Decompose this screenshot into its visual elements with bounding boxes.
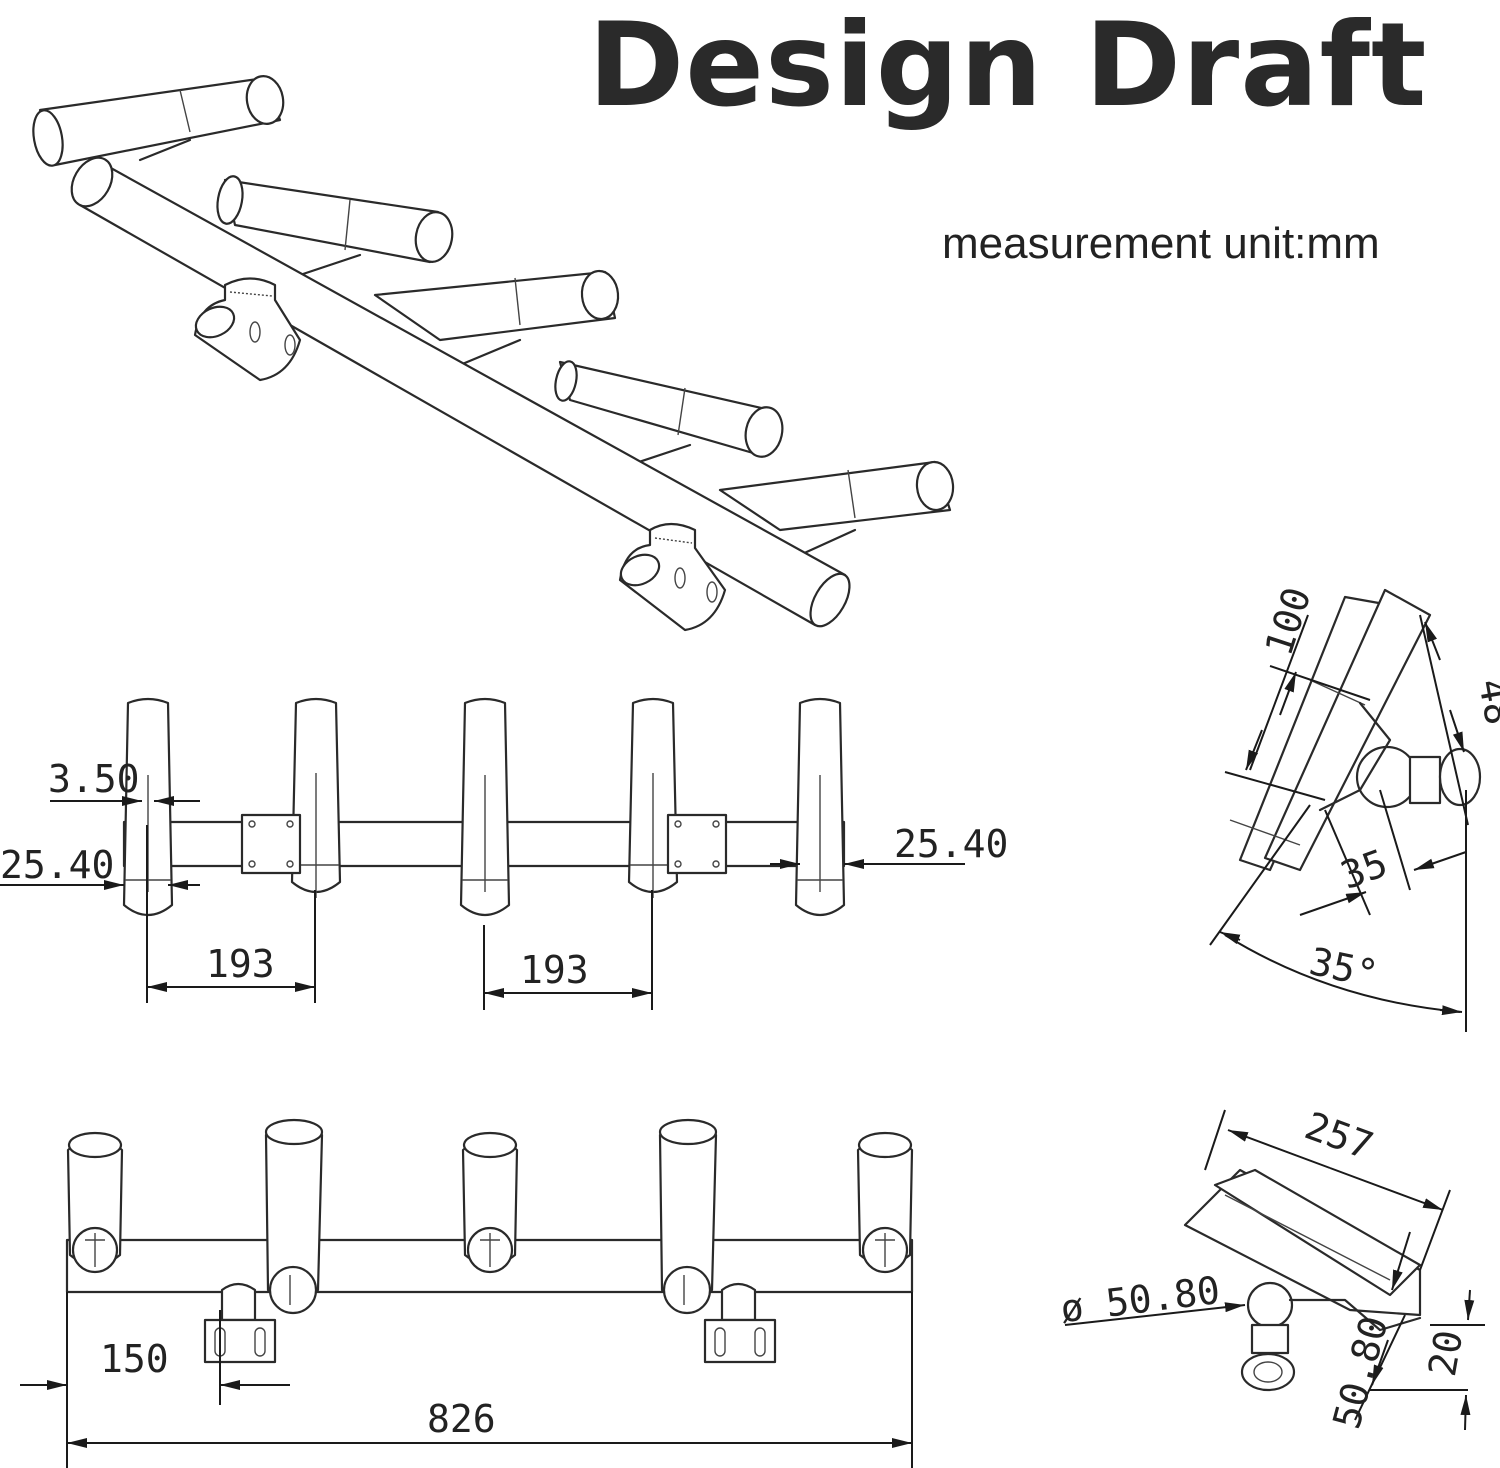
page-title: Design Draft	[588, 0, 1428, 133]
dim-mount-offset: 150	[100, 1337, 169, 1381]
dim-spacing-right: 193	[520, 948, 589, 992]
dim-tube-right: 25.40	[894, 822, 1008, 866]
mount-iso-1	[193, 277, 302, 382]
end-view: 257 ø 50.80 50.80 20	[1058, 1103, 1485, 1433]
front-mounts	[240, 813, 728, 875]
dim-bracket: 35	[1335, 841, 1393, 898]
measurement-unit-note: measurement unit:mm	[942, 219, 1380, 268]
dim-holder-offset: 48	[1470, 675, 1500, 728]
dim-holder-length: 100	[1257, 582, 1320, 661]
mount-iso-2	[618, 522, 727, 632]
top-mounts	[203, 1282, 777, 1364]
rod-holder-iso-5	[718, 460, 955, 557]
rod-holder-iso-1	[32, 75, 285, 167]
end-holder	[1183, 1168, 1422, 1317]
dim-spacing-left: 193	[206, 942, 275, 986]
dim-height: 50.80	[1324, 1311, 1396, 1433]
dim-offset: 20	[1420, 1327, 1471, 1380]
rod-holder-iso-3	[373, 269, 620, 367]
isometric-view	[32, 75, 955, 632]
dim-diameter: ø 50.80	[1058, 1268, 1222, 1331]
dim-angle: 35°	[1306, 939, 1382, 996]
main-bar-iso	[70, 156, 851, 628]
front-rod-holders	[122, 697, 846, 917]
top-rod-holders	[66, 1118, 914, 1315]
dim-total-length: 826	[427, 1397, 496, 1441]
top-view: 150 826	[20, 1118, 914, 1468]
dim-length: 257	[1299, 1103, 1379, 1168]
dim-tube-left: 25.40	[0, 843, 114, 887]
side-bracket	[1318, 701, 1482, 812]
dim-slot-width: 3.50	[48, 757, 140, 801]
side-holders	[1229, 588, 1432, 872]
end-bracket	[1240, 1281, 1422, 1392]
rod-holder-iso-2	[216, 175, 454, 277]
front-view: 3.50 25.40 25.40 193 193	[0, 697, 1008, 1010]
side-view: 100 48 35 35°	[1209, 582, 1500, 1032]
